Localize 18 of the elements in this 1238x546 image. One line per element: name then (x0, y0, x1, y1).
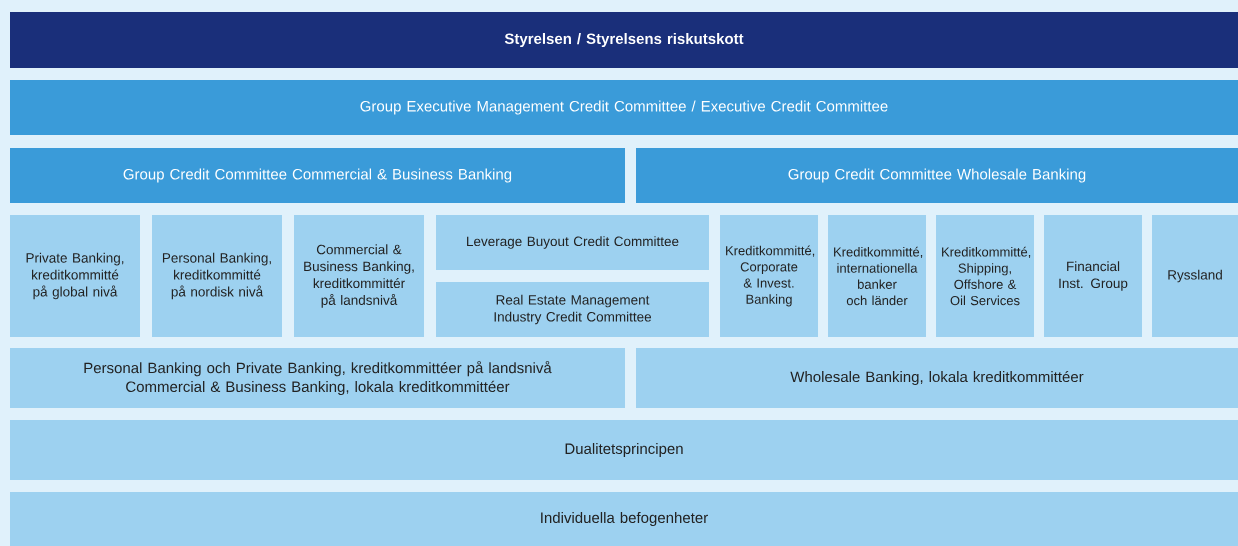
committee-banner: Group Credit Committee Commercial & Business Banking (10, 148, 625, 203)
committee-band: Wholesale Banking, lokala kreditkommittéer (636, 348, 1238, 408)
committee-box: Leverage Buyout Credit Committee (436, 215, 709, 270)
committee-box: Kreditkommitté, Corporate & Invest. Banking (720, 215, 818, 337)
principle-band: Individuella befogenheter (10, 492, 1238, 546)
committee-box: Ryssland (1152, 215, 1238, 337)
committee-box: Financial Inst. Group (1044, 215, 1142, 337)
principle-band: Dualitetsprincipen (10, 420, 1238, 480)
committee-banner: Group Credit Committee Wholesale Banking (636, 148, 1238, 203)
committee-box: Kreditkommitté, internationella banker och länder (828, 215, 926, 337)
committee-box: Real Estate Management Industry Credit Committee (436, 282, 709, 337)
committee-band: Personal Banking och Private Banking, kreditkommittéer på landsnivå Commercial & Business Banking, lokala kreditkommittéer (10, 348, 625, 408)
committee-box: Kreditkommitté, Shipping, Offshore & Oil Services (936, 215, 1034, 337)
committee-banner: Group Executive Management Credit Committee / Executive Credit Committee (10, 80, 1238, 135)
committee-box: Private Banking, kreditkommitté på global nivå (10, 215, 140, 337)
board-banner: Styrelsen / Styrelsens riskutskott (10, 12, 1238, 68)
committee-box: Commercial & Business Banking, kreditkommittér på landsnivå (294, 215, 424, 337)
committee-box: Personal Banking, kreditkommitté på nordisk nivå (152, 215, 282, 337)
